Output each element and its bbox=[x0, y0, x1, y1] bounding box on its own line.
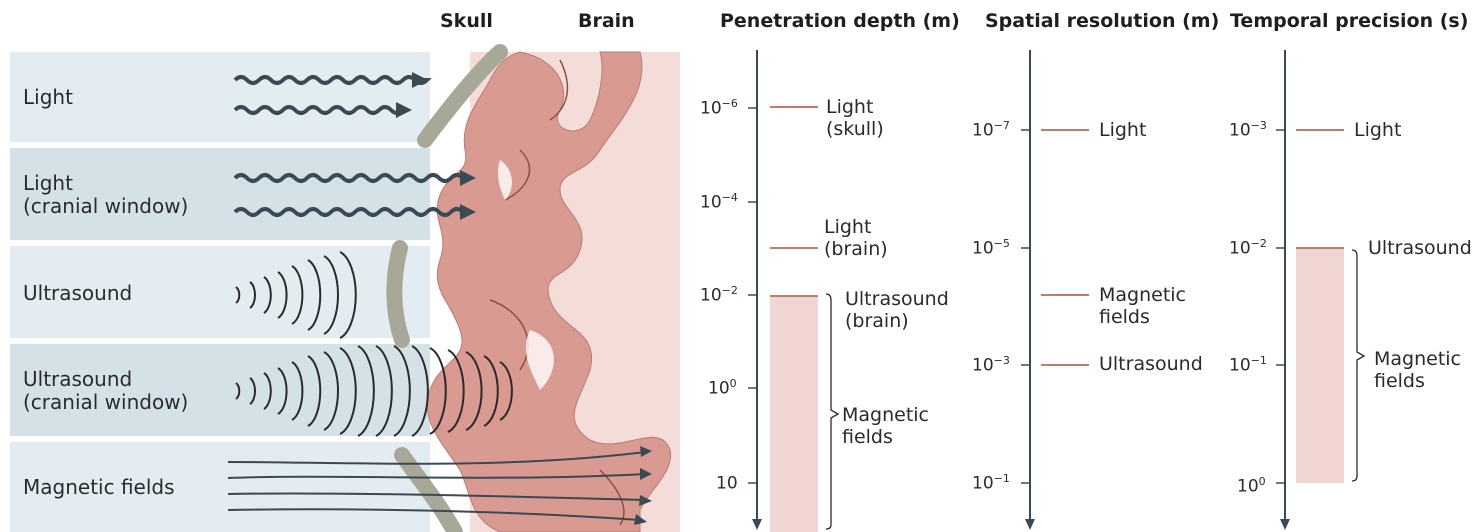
penetration-axis-arrow bbox=[752, 519, 762, 530]
header-spatial-resolution: Spatial resolution (m) bbox=[985, 10, 1219, 32]
temporal-label-ultrasound: Ultrasound bbox=[1368, 237, 1472, 259]
row-label-ultrasound-cranial: Ultrasound (cranial window) bbox=[23, 368, 188, 414]
row-label-ultrasound: Ultrasound bbox=[23, 282, 132, 305]
stimulation-illustration bbox=[0, 0, 680, 532]
spatial-tick-1: 10−5 bbox=[972, 237, 1010, 259]
header-brain: Brain bbox=[578, 10, 635, 32]
penetration-magnetic-range bbox=[770, 296, 818, 532]
temporal-label-magnetic: Magnetic fields bbox=[1374, 348, 1461, 392]
penetration-ticks bbox=[748, 108, 757, 483]
band-light bbox=[10, 52, 430, 142]
spatial-tick-0: 10−7 bbox=[972, 119, 1010, 141]
row-label-magnetic: Magnetic fields bbox=[23, 476, 175, 499]
temporal-tick-3: 100 bbox=[1237, 475, 1266, 497]
penetration-tick-3: 100 bbox=[708, 377, 737, 399]
temporal-magnetic-range bbox=[1296, 248, 1344, 483]
temporal-magnetic-bracket bbox=[1352, 250, 1364, 481]
temporal-tick-2: 10−1 bbox=[1229, 354, 1267, 376]
penetration-label-light-brain: Light (brain) bbox=[824, 216, 888, 260]
spatial-label-magnetic: Magnetic fields bbox=[1099, 284, 1186, 328]
spatial-tick-2: 10−3 bbox=[972, 354, 1010, 376]
penetration-tick-0: 10−6 bbox=[700, 97, 738, 119]
spatial-label-ultrasound: Ultrasound bbox=[1099, 353, 1203, 375]
penetration-label-magnetic: Magnetic fields bbox=[842, 404, 929, 448]
spatial-ticks bbox=[1021, 130, 1030, 483]
penetration-label-ultrasound-brain: Ultrasound (brain) bbox=[845, 288, 949, 332]
penetration-tick-1: 10−4 bbox=[700, 191, 738, 213]
spatial-tick-3: 10−1 bbox=[972, 472, 1010, 494]
row-label-light: Light bbox=[23, 86, 73, 109]
temporal-tick-0: 10−3 bbox=[1229, 119, 1267, 141]
temporal-ticks bbox=[1276, 130, 1285, 483]
penetration-magnetic-bracket bbox=[826, 294, 838, 529]
temporal-label-light: Light bbox=[1354, 119, 1401, 141]
header-skull: Skull bbox=[440, 10, 493, 32]
row-label-light-cranial: Light (cranial window) bbox=[23, 172, 188, 218]
header-penetration-depth: Penetration depth (m) bbox=[720, 10, 960, 32]
spatial-axis-arrow bbox=[1025, 519, 1035, 530]
penetration-tick-2: 10−2 bbox=[700, 284, 738, 306]
header-temporal-precision: Temporal precision (s) bbox=[1230, 10, 1468, 32]
penetration-tick-4: 10 bbox=[716, 472, 738, 494]
spatial-label-light: Light bbox=[1099, 119, 1146, 141]
skull-segment-middle bbox=[394, 248, 402, 340]
penetration-label-light-skull: Light (skull) bbox=[826, 96, 884, 140]
temporal-axis-arrow bbox=[1280, 519, 1290, 530]
temporal-tick-1: 10−2 bbox=[1229, 237, 1267, 259]
